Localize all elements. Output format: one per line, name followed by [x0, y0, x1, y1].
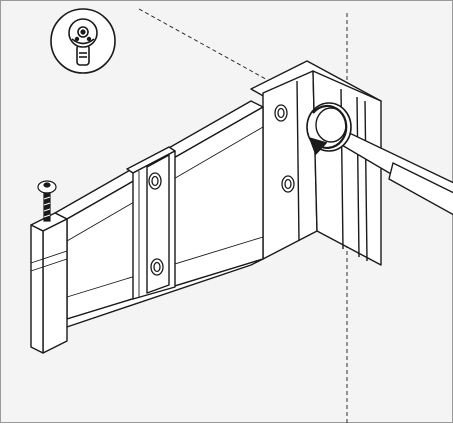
- middle-profile: [126, 146, 176, 300]
- rotation-indicator: [306, 102, 352, 156]
- left-end-cap: [30, 212, 68, 354]
- right-bracket: [250, 60, 382, 266]
- screw-icon: [37, 180, 57, 222]
- ratchet-wrench-icon: [50, 8, 116, 74]
- mounting-holes: [148, 104, 295, 276]
